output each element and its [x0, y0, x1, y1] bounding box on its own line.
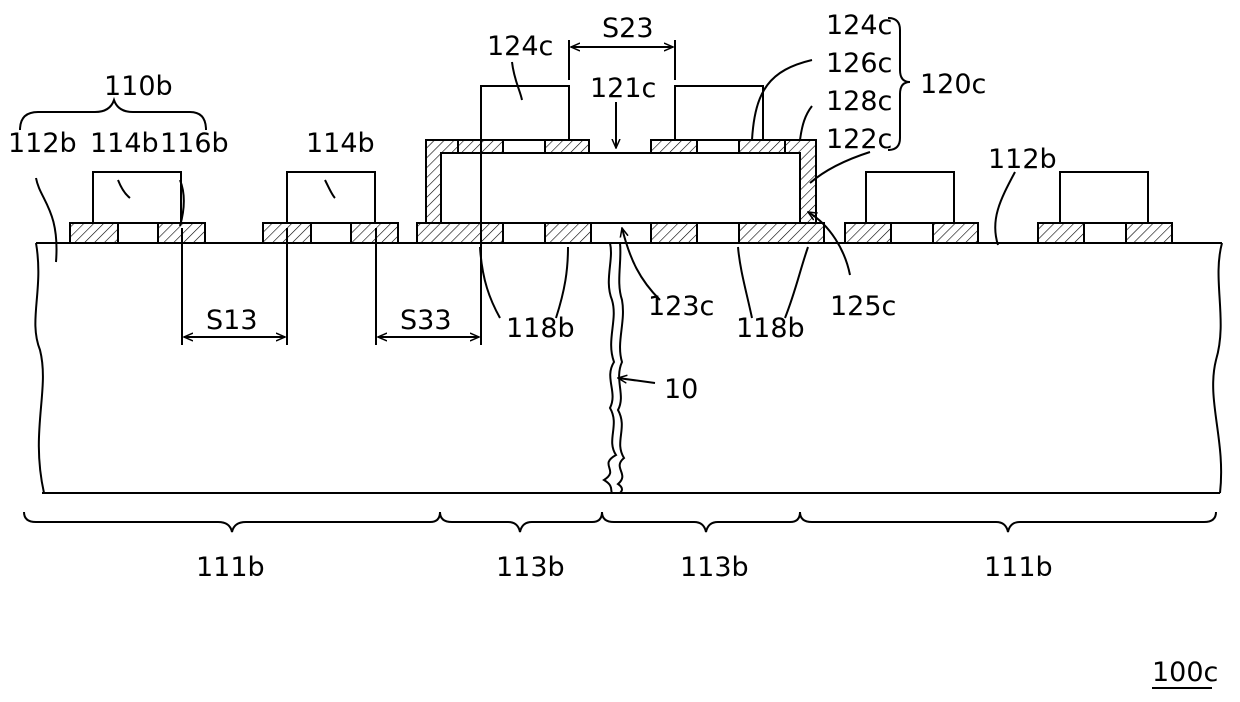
label-120c: 120c: [920, 69, 986, 100]
crack-10-edge: [618, 243, 624, 493]
package-120c: [417, 86, 824, 243]
label-124c-left: 124c: [487, 31, 553, 62]
label-112b-left: 112b: [8, 128, 77, 159]
chip-114b-left: [70, 172, 205, 243]
label-110b: 110b: [104, 71, 173, 102]
label-10: 10: [664, 374, 698, 405]
label-126c: 126c: [826, 48, 892, 79]
label-114b-b: 114b: [306, 128, 375, 159]
label-118b-b: 118b: [736, 313, 805, 344]
figure-id: 100c: [1152, 657, 1218, 688]
label-S13: S13: [206, 305, 258, 336]
label-112b-right: 112b: [988, 144, 1057, 175]
label-111b-left: 111b: [196, 552, 265, 583]
label-128c: 128c: [826, 86, 892, 117]
label-122c: 122c: [826, 124, 892, 155]
chip-114b-middle: [263, 172, 398, 243]
label-116b: 116b: [160, 128, 229, 159]
substrate-112b: [35, 243, 1222, 493]
label-111b-right: 111b: [984, 552, 1053, 583]
chip-right-a: [845, 172, 978, 243]
label-121c: 121c: [590, 73, 656, 104]
crack-10: [604, 243, 616, 493]
label-113b-right: 113b: [680, 552, 749, 583]
label-125c: 125c: [830, 291, 896, 322]
label-S33: S33: [400, 305, 452, 336]
label-118b-a: 118b: [506, 313, 575, 344]
label-123c: 123c: [648, 291, 714, 322]
label-124c-right: 124c: [826, 10, 892, 41]
chip-right-b: [1038, 172, 1172, 243]
label-113b-left: 113b: [496, 552, 565, 583]
label-S23: S23: [602, 13, 654, 44]
label-114b-a: 114b: [90, 128, 159, 159]
